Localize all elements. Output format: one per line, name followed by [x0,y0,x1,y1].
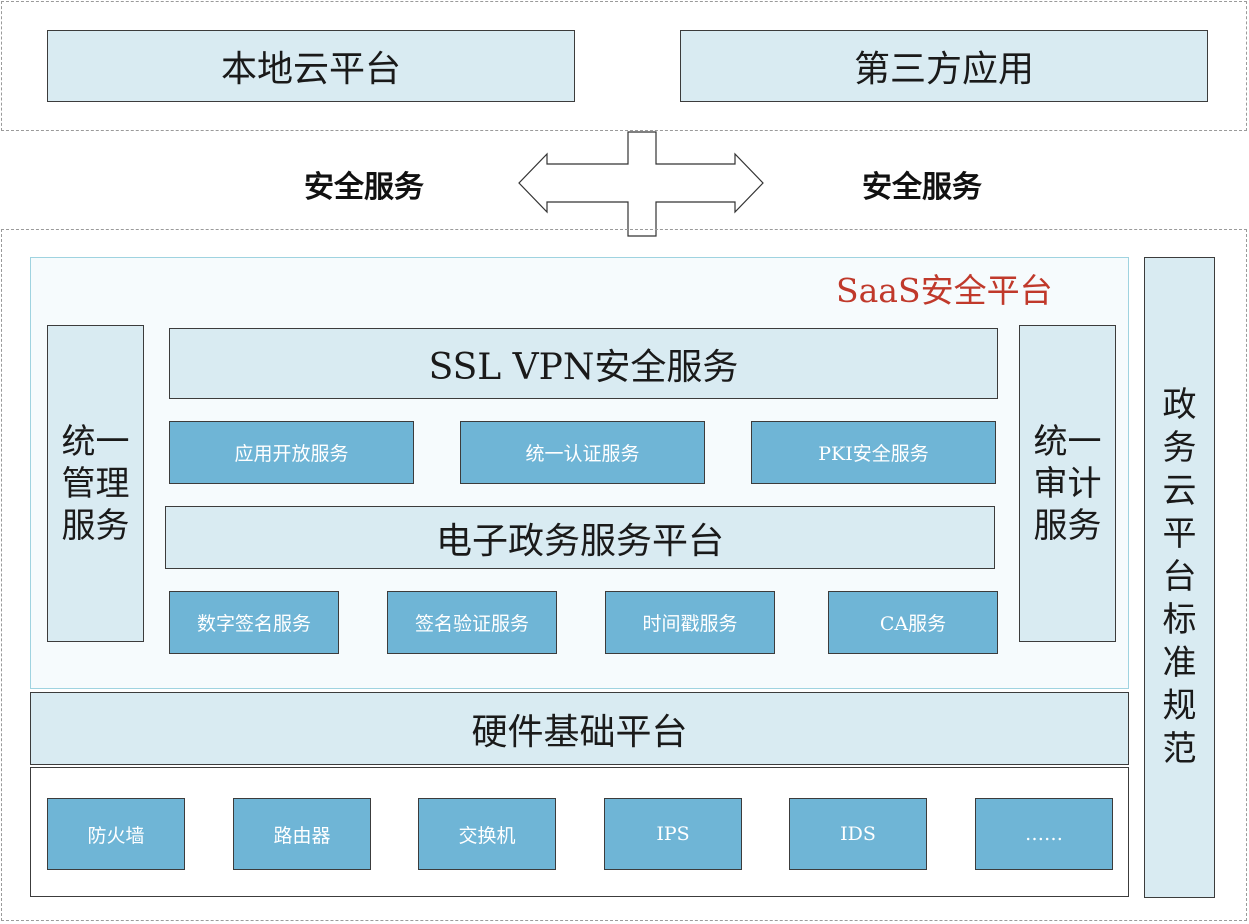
signature-verification-service-box: 签名验证服务 [387,591,557,654]
bidirectional-cross-arrow-icon [518,131,764,237]
audit-char: 计 [1067,463,1102,504]
egov-cloud-standard-column: 政 务 云 平 台 标 准 规 范 [1144,257,1215,898]
security-service-label-right: 安全服务 [862,170,982,205]
unified-management-service-column: 统一 管理 服务 [47,325,144,642]
switch-device-box: 交换机 [418,798,556,870]
ips-device-box: IPS [604,798,742,870]
mgmt-char: 一 [95,421,130,462]
local-cloud-platform-box: 本地云平台 [47,30,575,102]
standard-char: 准 [1162,643,1197,683]
router-device-box: 路由器 [233,798,371,870]
ca-service-box: CA服务 [828,591,998,654]
mgmt-char: 理 [95,463,130,504]
ids-device-box: IDS [789,798,927,870]
standard-char: 务 [1162,428,1197,468]
audit-char: 一 [1067,421,1102,462]
mgmt-char: 服 [61,505,96,546]
top-region [1,1,1247,131]
devices-container [30,767,1129,897]
mgmt-char: 务 [95,505,130,546]
standard-char: 标 [1162,600,1197,640]
standard-char: 台 [1162,557,1197,597]
standard-char: 范 [1162,729,1197,769]
standard-char: 云 [1162,471,1197,511]
standard-char: 平 [1162,514,1197,554]
main-region [1,229,1247,921]
standard-char: 政 [1162,385,1197,425]
audit-char: 服 [1033,505,1068,546]
security-service-label-left: 安全服务 [304,170,424,205]
saas-platform-title: SaaS安全平台 [836,271,1053,310]
timestamp-service-box: 时间戳服务 [605,591,775,654]
ssl-vpn-security-service-box: SSL VPN安全服务 [169,328,998,399]
audit-char: 审 [1033,463,1068,504]
mgmt-char: 管 [61,463,96,504]
digital-signature-service-box: 数字签名服务 [169,591,339,654]
more-devices-box: …… [975,798,1113,870]
hardware-platform-box: 硬件基础平台 [30,692,1129,765]
unified-audit-service-column: 统一 审计 服务 [1019,325,1116,642]
audit-char: 务 [1067,505,1102,546]
mgmt-char: 统 [61,421,96,462]
egov-service-platform-box: 电子政务服务平台 [165,506,995,569]
firewall-device-box: 防火墙 [47,798,185,870]
third-party-app-box: 第三方应用 [680,30,1208,102]
unified-auth-service-box: 统一认证服务 [460,421,705,484]
standard-char: 规 [1162,686,1197,726]
pki-security-service-box: PKI安全服务 [751,421,996,484]
audit-char: 统 [1033,421,1068,462]
app-open-service-box: 应用开放服务 [169,421,414,484]
